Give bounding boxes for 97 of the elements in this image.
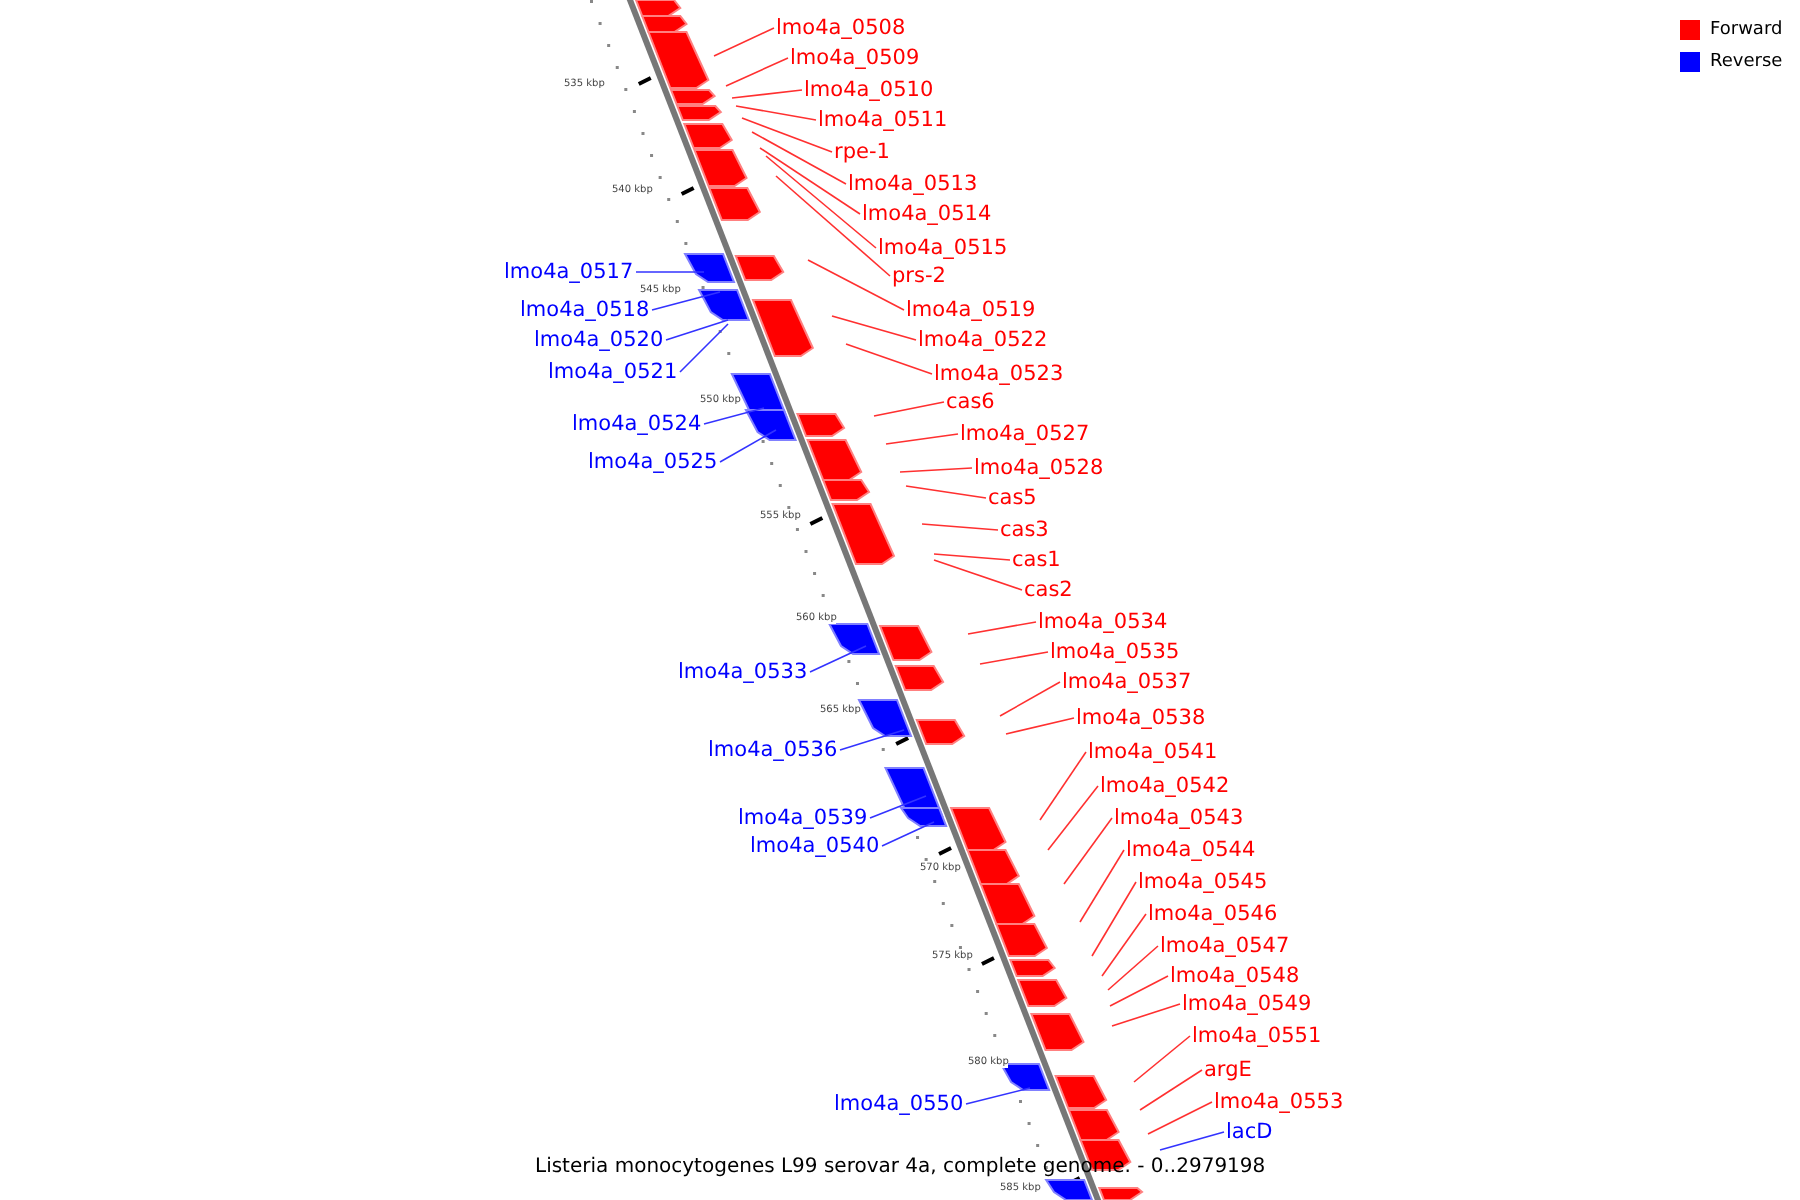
leader-line [731, 89, 803, 99]
gene-label: lmo4a_0547 [1160, 932, 1290, 960]
gene-label: lmo4a_0542 [1100, 772, 1230, 800]
leader-line [881, 821, 935, 847]
gene-label: lmo4a_0537 [1062, 668, 1192, 696]
gene-label: lmo4a_0540 [750, 832, 880, 860]
leader-line [1063, 817, 1113, 885]
gene-label: prs-2 [892, 262, 946, 290]
leader-line [921, 523, 999, 531]
gene-label: lmo4a_0545 [1138, 868, 1268, 896]
gene-label: lmo4a_0550 [834, 1090, 964, 1118]
gene-label: lmo4a_0514 [862, 200, 992, 228]
leader-line [665, 319, 729, 341]
gene-label: cas5 [988, 484, 1037, 512]
gene-label: lacD [1226, 1118, 1273, 1146]
gene-label: lmo4a_0528 [974, 454, 1104, 482]
leader-line [1139, 1069, 1203, 1111]
leader-line [1147, 1101, 1213, 1135]
caption: Listeria monocytogenes L99 serovar 4a, complete genome. - 0..2979198 [535, 1154, 1266, 1182]
gene-label: lmo4a_0523 [934, 360, 1064, 388]
gene-label: lmo4a_0508 [776, 14, 906, 42]
leader-line [759, 147, 861, 215]
leader-line [1047, 785, 1099, 851]
leader-line [899, 467, 973, 473]
legend-label: Forward [1710, 18, 1783, 44]
leader-line [831, 315, 917, 341]
gene-label: lmo4a_0546 [1148, 900, 1278, 928]
leader-line [1039, 751, 1087, 821]
leader-line [725, 57, 789, 87]
leader-line [967, 621, 1037, 635]
gene-label: lmo4a_0534 [1038, 608, 1168, 636]
leader-line [1107, 945, 1159, 991]
leader-line [679, 323, 729, 373]
leader-line [979, 651, 1049, 665]
leader-line [1091, 881, 1137, 957]
leader-line [809, 645, 867, 673]
gene-label: argE [1204, 1056, 1252, 1084]
gene-label: cas2 [1024, 576, 1073, 604]
gene-label: lmo4a_0549 [1182, 990, 1312, 1018]
leader-line [775, 175, 891, 277]
gene-label: cas6 [946, 388, 995, 416]
gene-label: cas1 [1012, 546, 1061, 574]
gene-label: lmo4a_0522 [918, 326, 1048, 354]
gene-label: lmo4a_0543 [1114, 804, 1244, 832]
gene-label: lmo4a_0539 [738, 804, 868, 832]
leader-line [713, 27, 775, 57]
gene-label: lmo4a_0513 [848, 170, 978, 198]
gene-label: lmo4a_0510 [804, 76, 934, 104]
legend-label: Reverse [1710, 50, 1783, 76]
leader-line [703, 407, 765, 425]
leader-line [651, 291, 721, 311]
leader-line [735, 105, 817, 121]
gene-label: lmo4a_0519 [906, 296, 1036, 324]
leader-line [999, 681, 1061, 717]
leader-line [1101, 913, 1147, 977]
leader-line [741, 117, 833, 153]
gene-label: lmo4a_0535 [1050, 638, 1180, 666]
gene-label: lmo4a_0520 [534, 326, 664, 354]
leader-line [933, 553, 1011, 561]
leader-line [807, 259, 905, 311]
gene-label: lmo4a_0548 [1170, 962, 1300, 990]
leader-line [905, 485, 987, 499]
leader-line [885, 433, 959, 445]
gene-label: lmo4a_0541 [1088, 738, 1218, 766]
gene-label: lmo4a_0551 [1192, 1022, 1322, 1050]
leader-line [845, 343, 933, 375]
gene-label: lmo4a_0525 [588, 448, 718, 476]
gene-label: lmo4a_0518 [520, 296, 650, 324]
gene-label: lmo4a_0533 [678, 658, 808, 686]
gene-label: lmo4a_0527 [960, 420, 1090, 448]
gene-label: lmo4a_0511 [818, 106, 948, 134]
gene-label: lmo4a_0517 [504, 258, 634, 286]
leader-line [1159, 1131, 1225, 1151]
leader-line [1079, 849, 1125, 923]
leader-line [965, 1087, 1031, 1105]
gene-label: lmo4a_0538 [1076, 704, 1206, 732]
leader-line [635, 271, 705, 273]
leader-line [1111, 1003, 1181, 1027]
leader-line [933, 559, 1023, 591]
gene-label: lmo4a_0509 [790, 44, 920, 72]
gene-label: lmo4a_0544 [1126, 836, 1256, 864]
leader-line [839, 729, 905, 751]
gene-label: lmo4a_0521 [548, 358, 678, 386]
leader-line [751, 131, 847, 185]
leader-line [873, 401, 945, 417]
gene-label: rpe-1 [834, 138, 890, 166]
leader-line [1133, 1035, 1191, 1083]
gene-label: cas3 [1000, 516, 1049, 544]
gene-label: lmo4a_0553 [1214, 1088, 1344, 1116]
gene-label: lmo4a_0515 [878, 234, 1008, 262]
leader-line [869, 795, 927, 819]
leader-line [719, 429, 777, 463]
gene-label: lmo4a_0524 [572, 410, 702, 438]
leader-line [1005, 717, 1075, 735]
leader-line [1109, 975, 1169, 1007]
leader-line [765, 155, 877, 249]
gene-label: lmo4a_0536 [708, 736, 838, 764]
